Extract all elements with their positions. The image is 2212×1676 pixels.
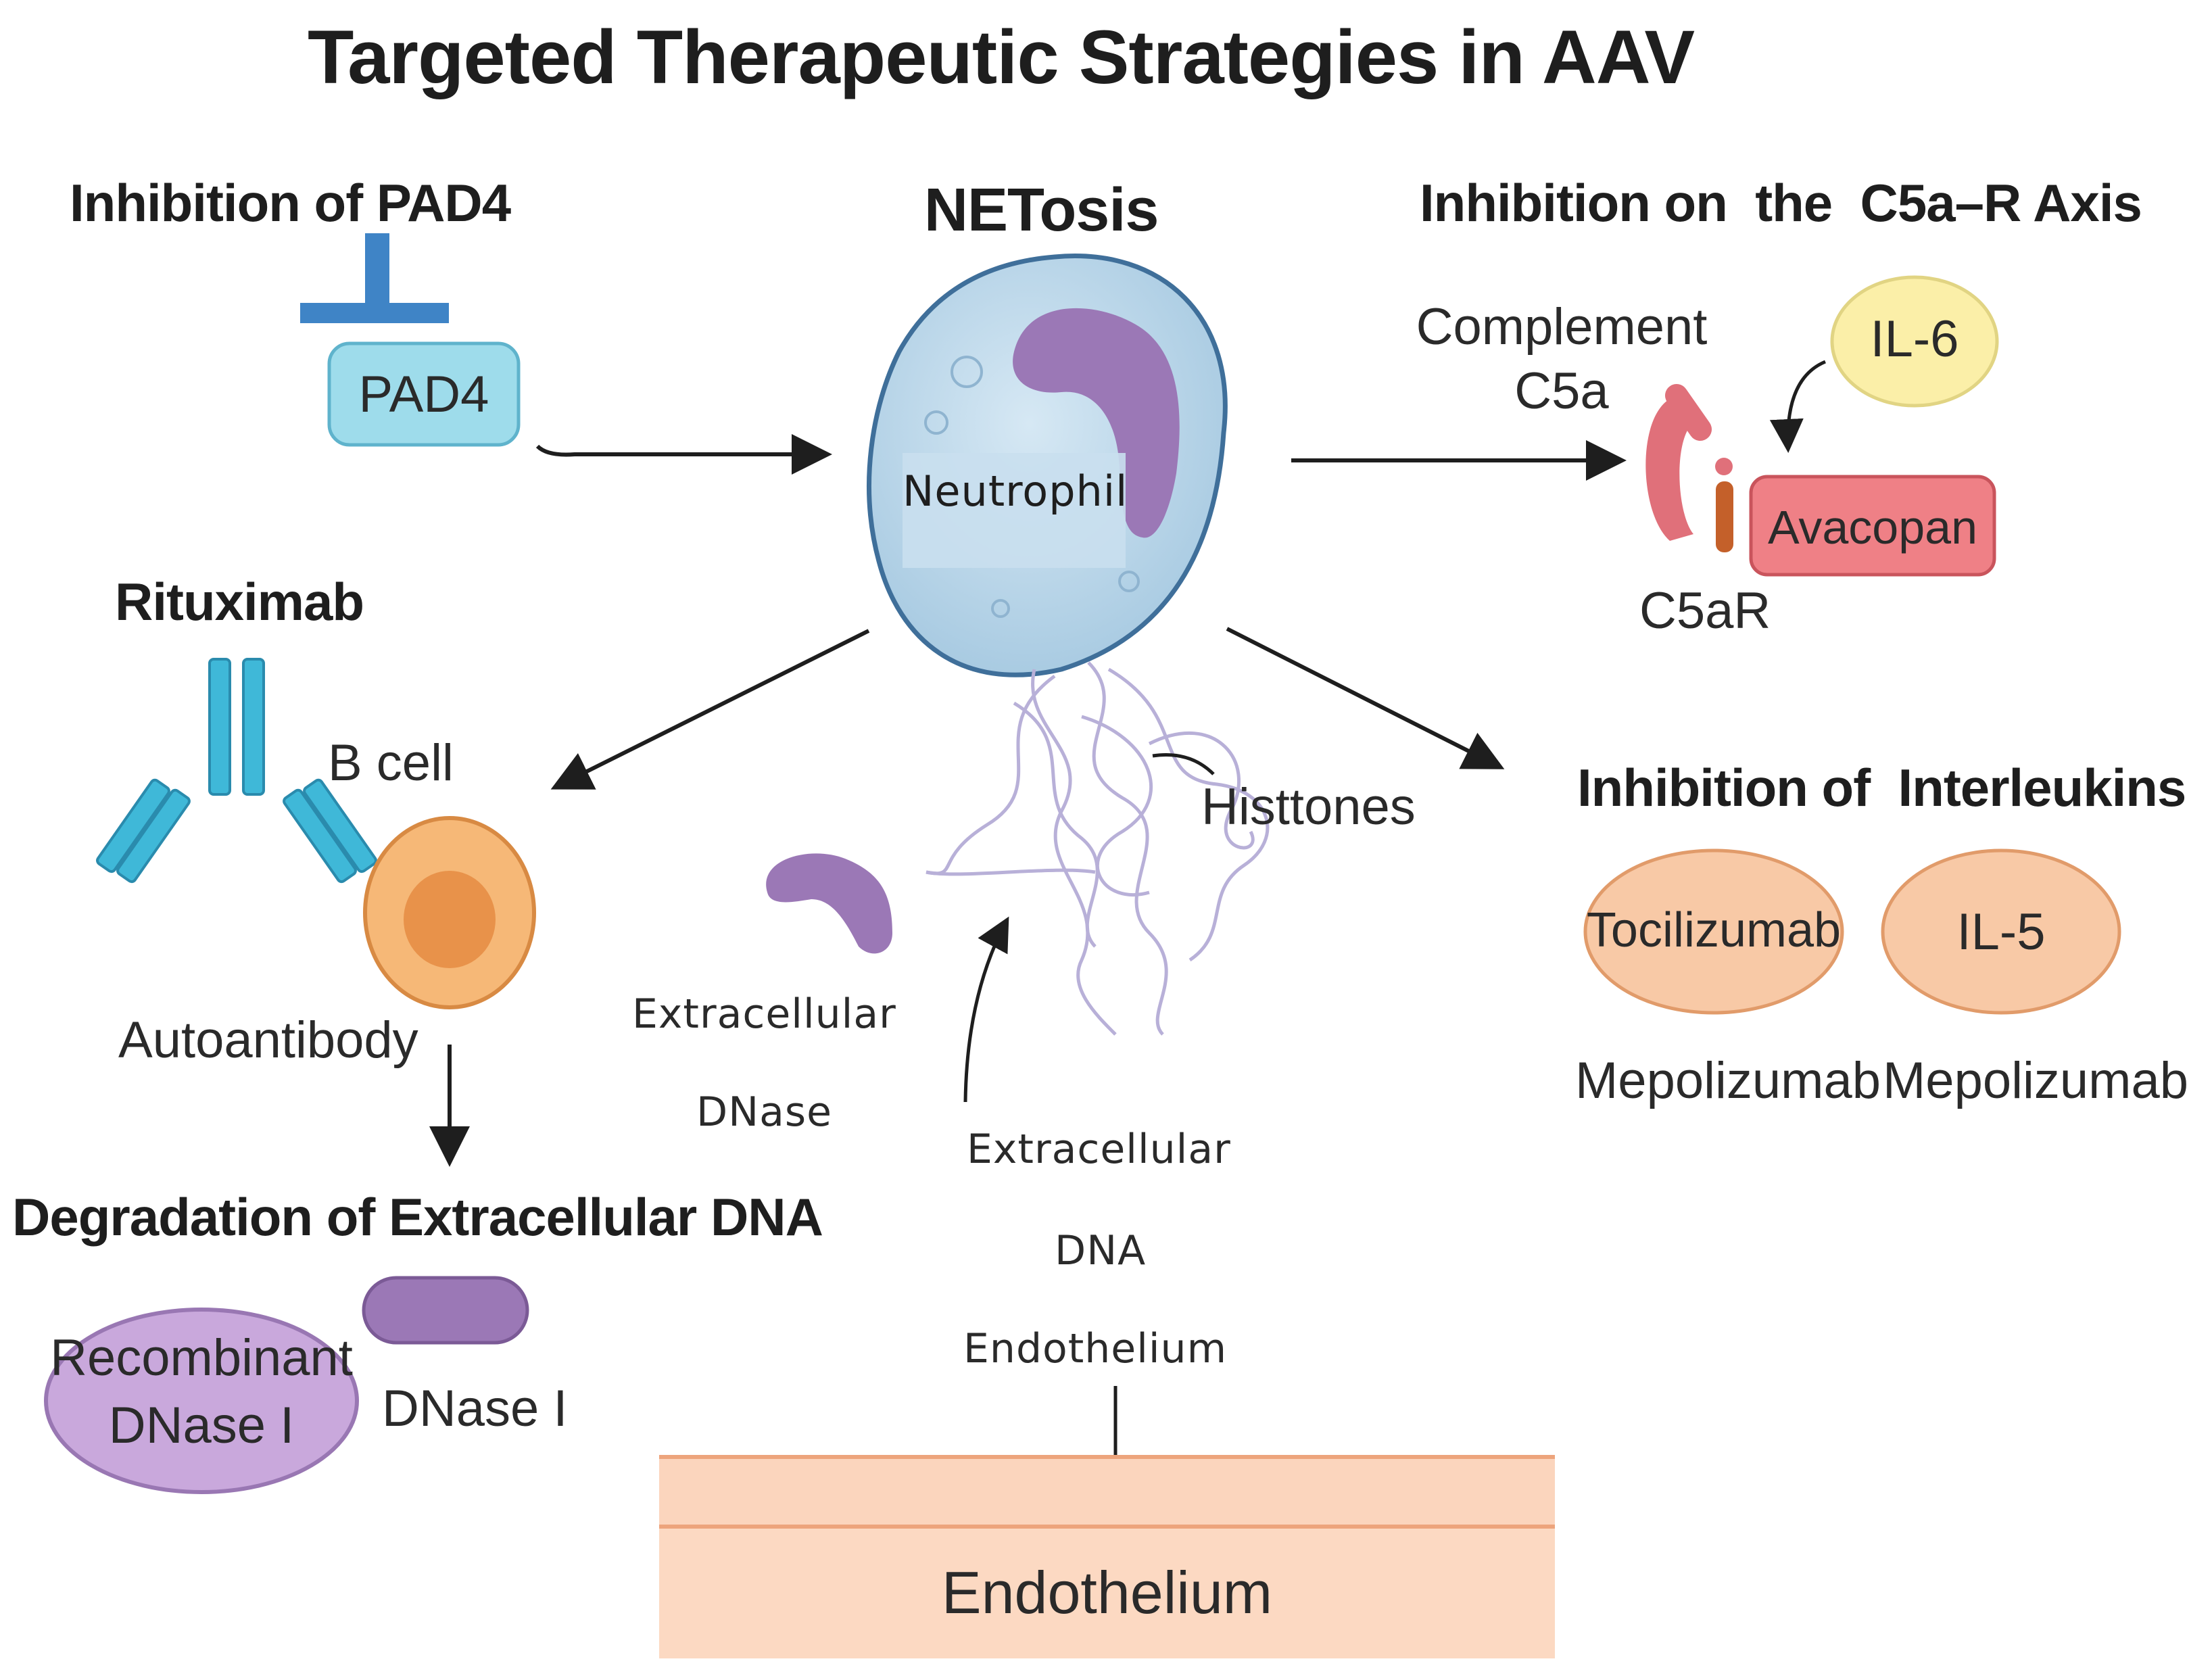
- arrow-neutrophil-to-interleukins: [1226, 627, 1505, 769]
- header-rituximab: Rituximab: [115, 572, 364, 631]
- endothelium-label: Endothelium: [941, 1559, 1273, 1626]
- header-c5a-axis: Inhibition on the C5a–R Axis: [1420, 173, 2142, 233]
- endothelium-small-label: Endothelium: [963, 1325, 1228, 1372]
- complement-label-line1: Complement: [1416, 298, 1708, 356]
- pad4-label: PAD4: [358, 366, 489, 423]
- header-netosis: NETosis: [924, 176, 1159, 244]
- neutrophil-nucleus: [1013, 308, 1180, 538]
- recombinant-dnase-bubble: [44, 1308, 359, 1494]
- extracellular-dna-label-line2: DNA: [1055, 1227, 1147, 1274]
- avacopan-box: [1749, 475, 1996, 577]
- pad4-box: [327, 341, 521, 447]
- histones-pointer: [1152, 753, 1215, 775]
- histones-label: Histtones: [1201, 778, 1416, 836]
- extracellular-dnase-shape: [766, 853, 892, 954]
- arrow-neutrophil-to-bcell: [550, 629, 870, 790]
- mepolizumab-label-2: Mepolizumab: [1883, 1052, 2188, 1109]
- arrow-pad4-to-neutrophil: [535, 434, 832, 475]
- recombinant-dnase-label-line2: DNase I: [108, 1397, 295, 1454]
- recombinant-dnase-label-line1: Recombinant: [50, 1329, 353, 1387]
- extracellular-dna-label-line1: Extracellular: [967, 1126, 1231, 1173]
- c5ar-label: C5aR: [1639, 582, 1771, 640]
- avacopan-label: Avacopan: [1767, 501, 1978, 554]
- diagram-title: Targeted Therapeutic Strategies in AAV: [308, 15, 1695, 99]
- mepolizumab-label-1: Mepolizumab: [1575, 1052, 1881, 1109]
- arrow-extracellular-dna-to-net: [963, 916, 1009, 1103]
- neutrophil-cell: [867, 254, 1228, 677]
- header-inhibition-pad4: Inhibition of PAD4: [70, 173, 511, 233]
- header-inhibition-interleukins: Inhibition of Interleukins: [1577, 758, 2186, 817]
- header-degradation-extracellular-dna: Degradation of Extracellular DNA: [12, 1187, 823, 1247]
- net-strands: [925, 661, 1270, 1036]
- dnase1-shape: [362, 1276, 529, 1345]
- endothelium-band: [659, 1455, 1555, 1658]
- il6-bubble: [1830, 275, 1999, 408]
- dnase1-label: DNase I: [382, 1380, 568, 1437]
- tocilizumab-bubble: [1583, 848, 1844, 1015]
- complement-label-line2: C5a: [1514, 362, 1609, 420]
- pad4-inhibitor-icon: [300, 233, 449, 323]
- il5-label: IL-5: [1956, 903, 2046, 961]
- arrow-il6-to-avacopan: [1769, 360, 1826, 453]
- extracellular-dnase-label-line2: DNase: [696, 1088, 833, 1136]
- rituximab-antibody-icon: [96, 658, 377, 884]
- neutrophil-label: Neutrophil: [903, 466, 1128, 516]
- b-cell-icon: [363, 816, 536, 1009]
- il5-bubble: [1881, 848, 2121, 1015]
- il6-label: IL-6: [1870, 310, 1959, 368]
- b-cell-label: B cell: [328, 734, 454, 792]
- autoantibody-label: Autoantibody: [118, 1011, 418, 1069]
- tocilizumab-label: Tocilizumab: [1586, 903, 1842, 957]
- c5ar-receptor-icon: [1645, 384, 1733, 552]
- extracellular-dnase-label-line1: Extracellular: [632, 990, 896, 1038]
